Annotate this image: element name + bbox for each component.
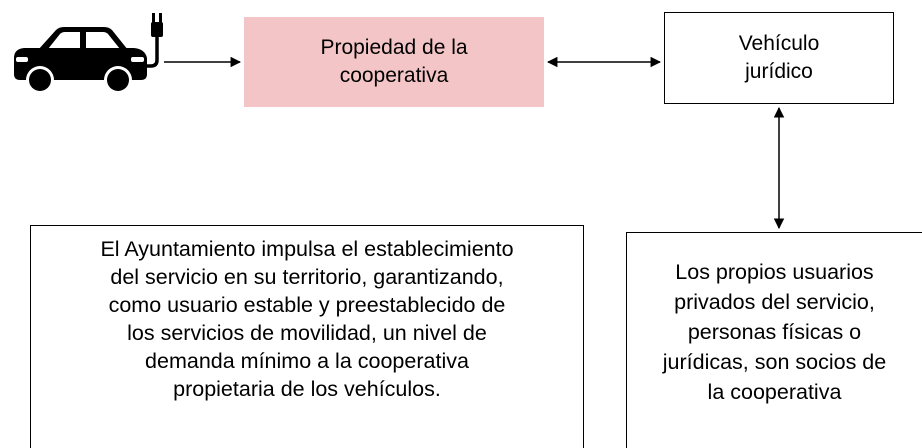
city-council-box: El Ayuntamiento impulsa el establecimien… <box>30 225 584 448</box>
city-council-text: El Ayuntamiento impulsa el establecimien… <box>100 237 514 401</box>
cooperative-property-label: Propiedad de la cooperativa <box>320 36 468 87</box>
electric-car-icon <box>14 13 163 94</box>
users-members-text: Los propios usuarios privados del servic… <box>662 260 887 404</box>
cooperative-property-box: Propiedad de la cooperativa <box>244 17 544 107</box>
property-box-fill <box>244 17 544 107</box>
legal-vehicle-box: Vehículo jurídico <box>664 12 894 104</box>
legal-vehicle-label: Vehículo jurídico <box>738 32 820 83</box>
users-members-box: Los propios usuarios privados del servic… <box>626 232 922 448</box>
